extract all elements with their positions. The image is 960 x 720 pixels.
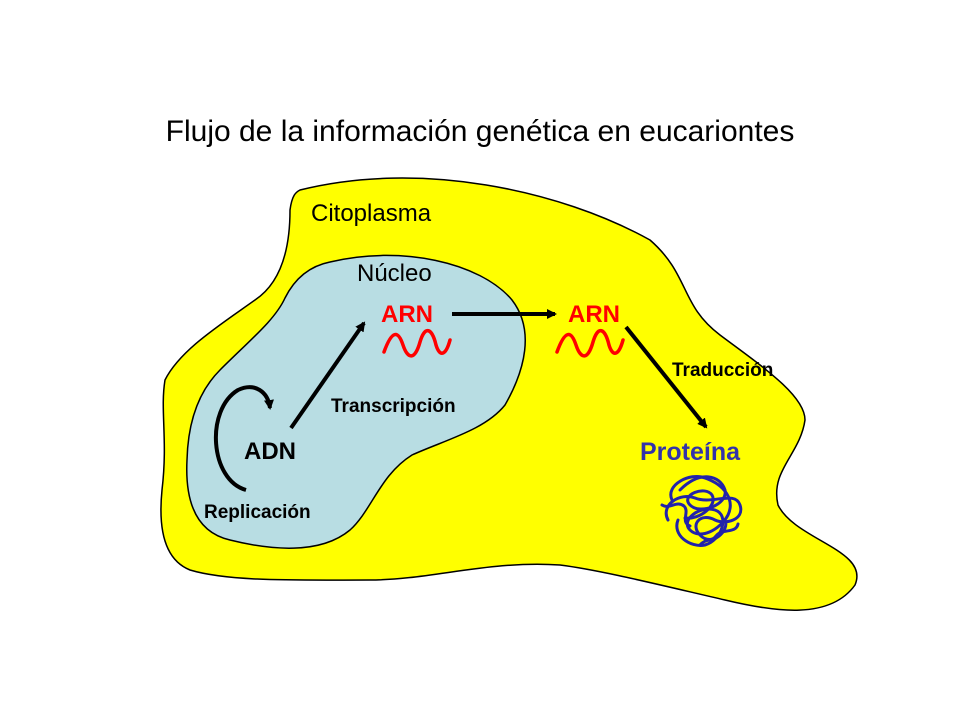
transcription-arrow: [289, 321, 366, 430]
rna-cytoplasm-label: ARN: [568, 301, 620, 328]
protein-scribble: [660, 475, 743, 547]
cytoplasm-label: Citoplasma: [311, 200, 432, 227]
dna-label: ADN: [244, 438, 296, 465]
rna-cytoplasm-squiggle: [555, 329, 625, 358]
nucleus-label: Núcleo: [357, 260, 432, 287]
rna-nucleus-squiggle: [382, 329, 452, 358]
transcription-label: Transcripción: [331, 396, 456, 417]
replication-label: Replicación: [204, 502, 311, 523]
translation-label: Traducción: [672, 360, 773, 381]
rna-nucleus-label: ARN: [381, 301, 433, 328]
replication-arrow: [213, 385, 274, 492]
translation-arrow: [624, 325, 708, 429]
protein-label: Proteína: [640, 438, 741, 466]
diagram-title: Flujo de la información genética en euca…: [166, 115, 795, 148]
